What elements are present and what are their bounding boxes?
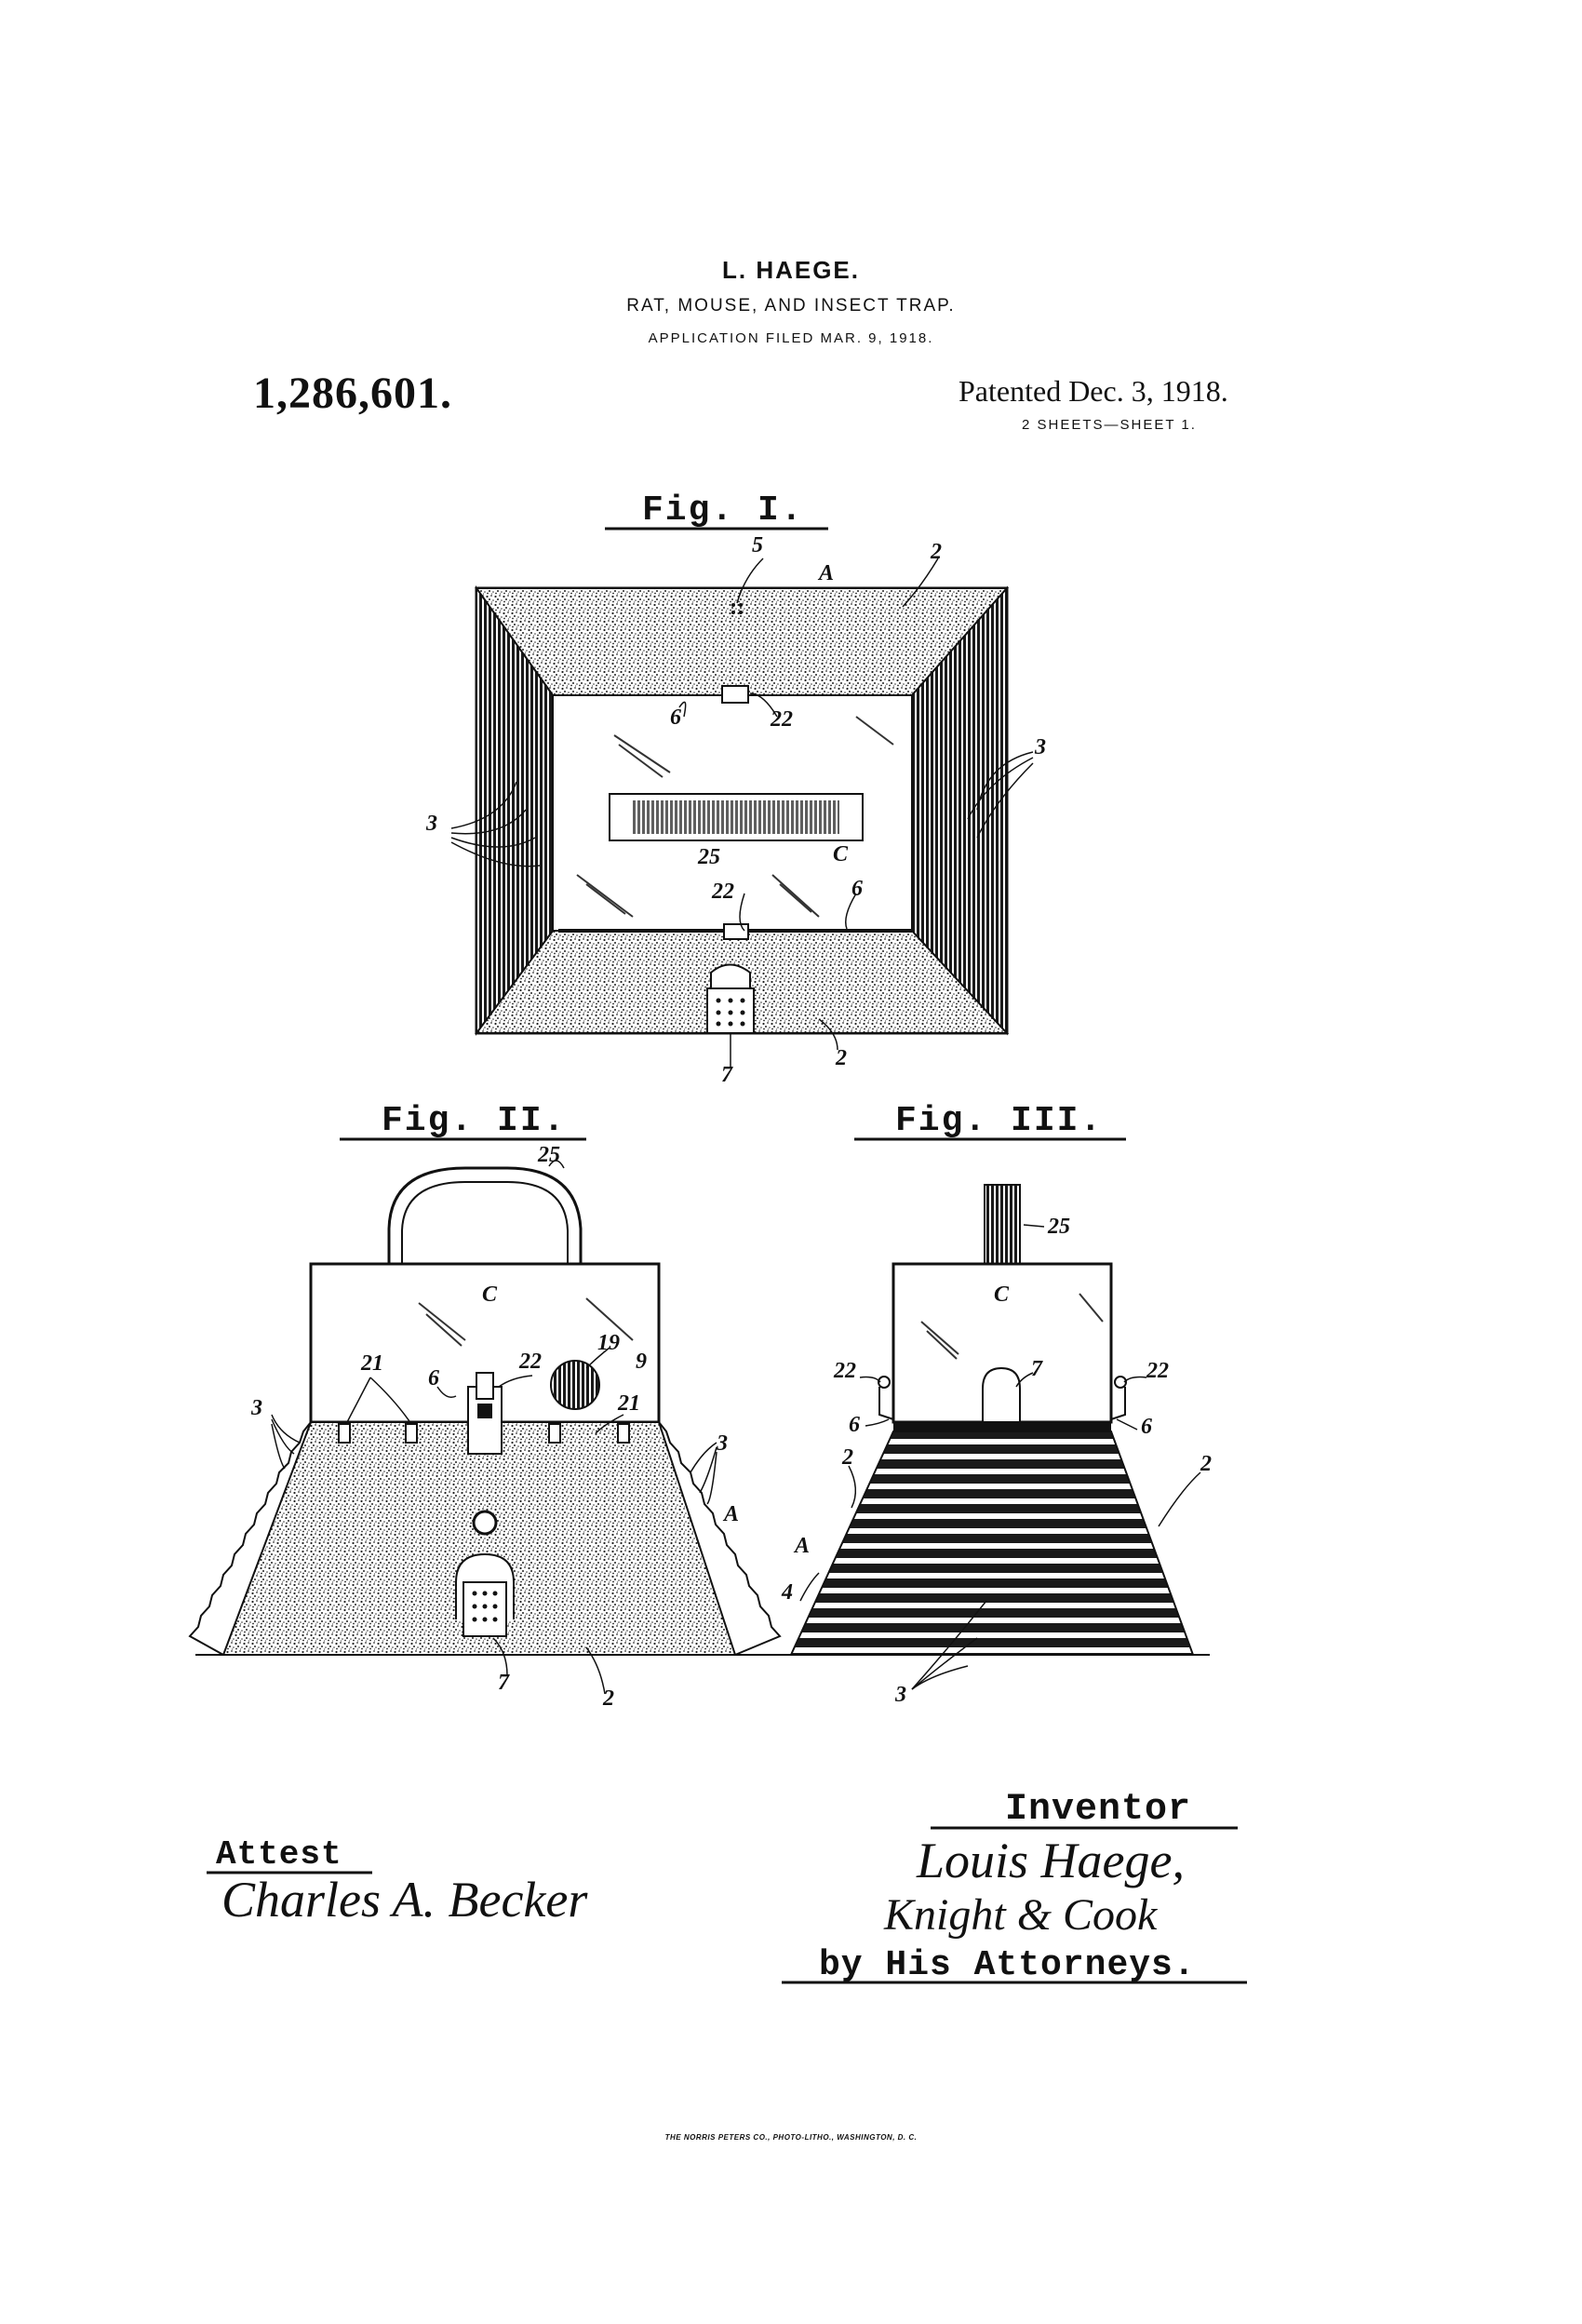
fig2-ref-9: 9 bbox=[636, 1350, 647, 1374]
fig1-ref-C: C bbox=[833, 842, 849, 866]
fig1-ref-3-left: 3 bbox=[426, 812, 437, 836]
fig3-ref-6-left: 6 bbox=[849, 1413, 860, 1437]
printer-imprint: THE NORRIS PETERS CO., PHOTO-LITHO., WAS… bbox=[664, 2133, 918, 2142]
by-attorneys-line: by His Attorneys. bbox=[819, 1945, 1196, 1985]
fig2-ref-21-left: 21 bbox=[361, 1351, 383, 1376]
patent-number: 1,286,601. bbox=[253, 369, 452, 418]
inventor-signature: Louis Haege, bbox=[917, 1833, 1185, 1888]
fig2-ref-3-right: 3 bbox=[717, 1431, 728, 1456]
fig1-ref-7: 7 bbox=[721, 1063, 732, 1087]
fig2-ref-2: 2 bbox=[603, 1686, 614, 1711]
attorney-signature: Knight & Cook bbox=[884, 1890, 1158, 1940]
filing-date: APPLICATION FILED MAR. 9, 1918. bbox=[648, 330, 934, 346]
fig2-ref-21-right: 21 bbox=[618, 1391, 640, 1416]
fig1-label: Fig. I. bbox=[642, 490, 804, 531]
fig2-ref-7: 7 bbox=[498, 1671, 509, 1695]
fig1-ref-2-bottom: 2 bbox=[836, 1046, 847, 1070]
fig2-ref-22: 22 bbox=[519, 1350, 542, 1374]
fig1-ref-5: 5 bbox=[752, 533, 763, 557]
sheet-count: 2 SHEETS—SHEET 1. bbox=[1022, 417, 1197, 433]
fig3-ref-3: 3 bbox=[895, 1683, 906, 1707]
fig3-ref-A: A bbox=[795, 1534, 811, 1558]
fig1-ref-A: A bbox=[819, 561, 835, 585]
fig1-ref-6-bottom: 6 bbox=[851, 877, 863, 901]
fig1-ref-3-right: 3 bbox=[1035, 735, 1046, 759]
inventor-name: L. HAEGE. bbox=[721, 256, 860, 284]
fig3-ref-25: 25 bbox=[1048, 1215, 1070, 1239]
fig3-ref-22-right: 22 bbox=[1146, 1359, 1169, 1383]
fig1-ref-22-bottom: 22 bbox=[712, 880, 734, 904]
fig3-ref-2-right: 2 bbox=[1200, 1452, 1212, 1476]
fig3-ref-C: C bbox=[994, 1283, 1010, 1307]
fig3-ref-2-left: 2 bbox=[842, 1445, 853, 1470]
patent-date: Patented Dec. 3, 1918. bbox=[959, 374, 1228, 408]
fig1-ref-25: 25 bbox=[698, 845, 720, 869]
fig1-ref-2-top: 2 bbox=[931, 540, 942, 564]
fig3-ref-4: 4 bbox=[782, 1580, 793, 1605]
fig3-ref-22-left: 22 bbox=[834, 1359, 856, 1383]
fig2-ref-C: C bbox=[482, 1283, 498, 1307]
fig2-ref-25: 25 bbox=[538, 1143, 560, 1167]
fig3-label: Fig. III. bbox=[895, 1101, 1104, 1141]
fig3-ref-6-right: 6 bbox=[1141, 1415, 1152, 1439]
fig1-ref-22-top: 22 bbox=[771, 707, 793, 732]
attest-label: Attest bbox=[216, 1835, 342, 1874]
fig2-ref-3-left: 3 bbox=[251, 1396, 262, 1420]
fig2-label: Fig. II. bbox=[382, 1101, 567, 1141]
fig2-ref-19: 19 bbox=[597, 1331, 620, 1355]
inventor-label: Inventor bbox=[1005, 1789, 1192, 1831]
fig1-ref-6-top: 6 bbox=[670, 705, 681, 730]
patent-title: RAT, MOUSE, AND INSECT TRAP. bbox=[626, 296, 956, 316]
fig2-ref-6: 6 bbox=[428, 1366, 439, 1390]
fig3-ref-7: 7 bbox=[1031, 1357, 1042, 1381]
fig2-ref-A: A bbox=[724, 1502, 740, 1526]
witness-signature: Charles A. Becker bbox=[221, 1872, 588, 1928]
